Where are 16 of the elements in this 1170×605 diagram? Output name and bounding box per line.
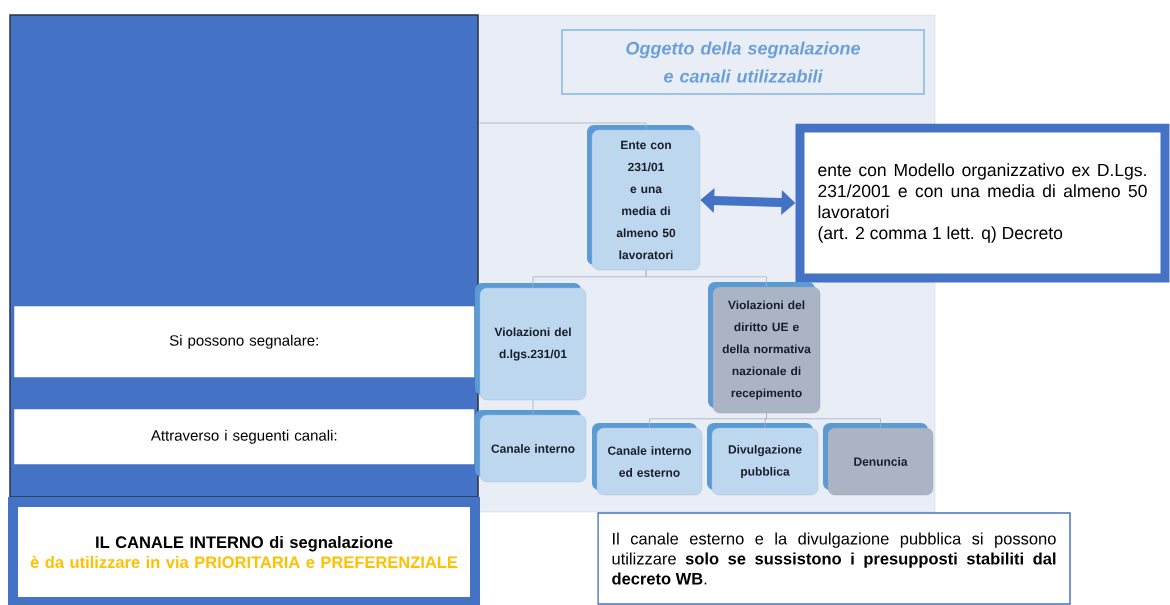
process-box: Ente con 231/01 e una media di almeno 50 lavoratori bbox=[587, 125, 701, 271]
process-box: Violazioni del diritto UE e della normativa nazionale di recepimento bbox=[708, 282, 821, 414]
process-box: Canale interno bbox=[475, 410, 587, 483]
process-box: Divulgazione pubblica bbox=[707, 423, 819, 496]
process-box: Violazioni del d.lgs.231/01 bbox=[475, 283, 587, 401]
process-box: Denuncia bbox=[823, 423, 934, 496]
note-box: Il canale esterno e la divulgazione pubblica si possono utilizzare solo se sussistono i presupposti stabiliti dal decreto WB. bbox=[597, 512, 1071, 605]
note-box: IL CANALE INTERNO di segnalazione è da utilizzare in via PRIORITARIA e PREFERENZIALE bbox=[8, 497, 480, 605]
label-box: Attraverso i seguenti canali: bbox=[14, 409, 475, 465]
callout-box: ente con Modello organizzativo ex D.Lgs. 231/2001 e con una media di almeno 50 lavoratori (art. 2 comma 1 lett. q) Decreto bbox=[795, 123, 1170, 283]
process-box: Canale interno ed esterno bbox=[592, 423, 703, 496]
connector-line bbox=[766, 412, 881, 429]
connector-line bbox=[645, 269, 767, 288]
label-box: Si possono segnalare: bbox=[14, 306, 475, 378]
connector-line bbox=[478, 122, 647, 131]
title-box: Oggetto della segnalazione e canali utilizzabili bbox=[561, 29, 925, 95]
